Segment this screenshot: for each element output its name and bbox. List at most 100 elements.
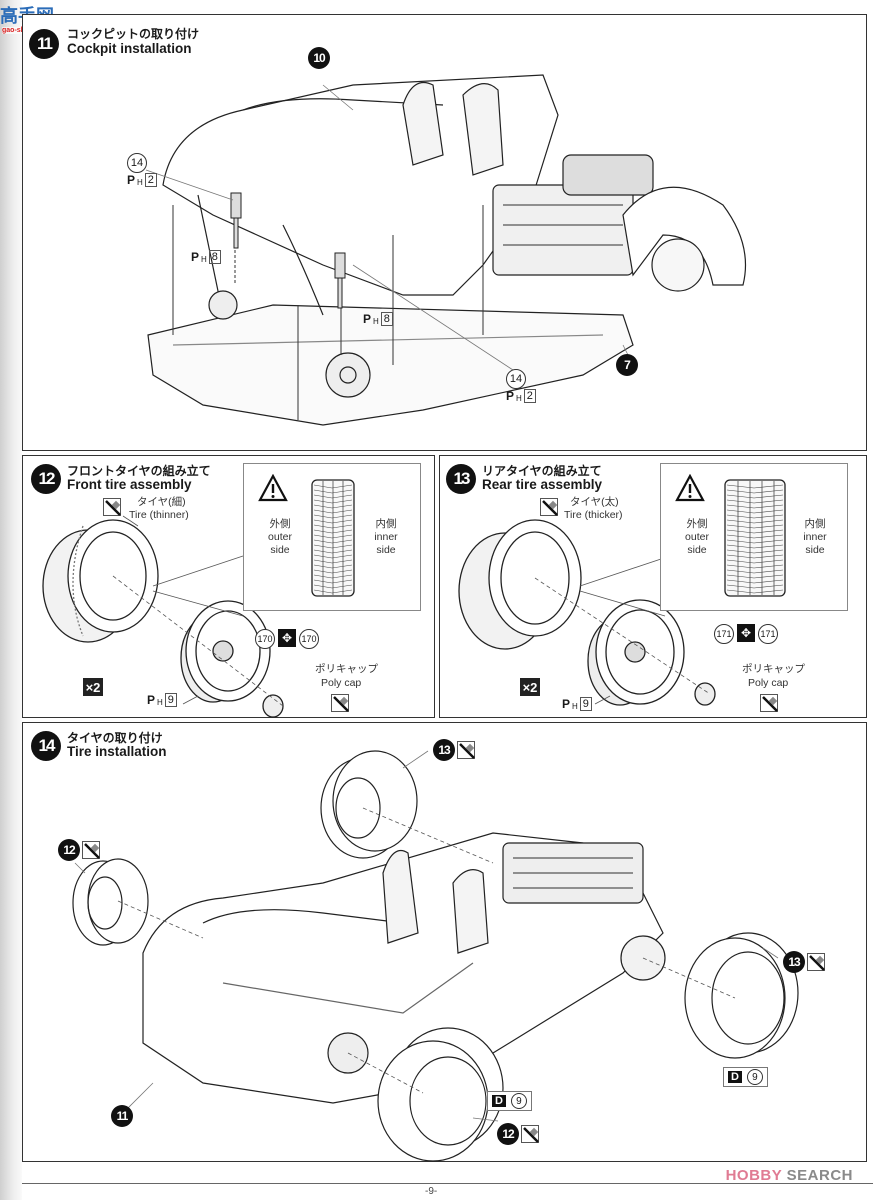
tread-groove bbox=[313, 574, 353, 579]
front-tire-drawing bbox=[42, 515, 284, 718]
step-12-panel: 12 フロントタイヤの組み立て Front tire assembly タイヤ(… bbox=[22, 455, 435, 718]
tread-groove bbox=[726, 564, 784, 569]
rear-tire-drawing bbox=[458, 519, 716, 706]
step-13-panel: 13 リアタイヤの組み立て Rear tire assembly タイヤ(太) … bbox=[439, 455, 867, 718]
tread-groove bbox=[313, 519, 353, 524]
tread-groove bbox=[313, 584, 353, 589]
tread-groove bbox=[726, 504, 784, 509]
tire-direction-warning: 外側 outer side 内側 inner side bbox=[243, 463, 421, 611]
no-cement-icon bbox=[331, 694, 349, 712]
tread-groove bbox=[726, 529, 784, 534]
tread-groove bbox=[313, 494, 353, 499]
step-13-title-jp: リアタイヤの組み立て bbox=[482, 464, 602, 478]
hobby-search-logo: HOBBY SEARCH bbox=[725, 1167, 853, 1184]
tire-tread-diagram bbox=[724, 479, 786, 597]
no-cement-icon bbox=[807, 953, 825, 971]
outer-side-label: 外側 outer side bbox=[268, 518, 292, 556]
page-number: -9- bbox=[425, 1186, 438, 1197]
decal-d9-front: D 9 bbox=[487, 1091, 532, 1111]
callout-part-11: 11 bbox=[111, 1105, 133, 1127]
tread-groove bbox=[313, 514, 353, 519]
cockpit-chassis-drawing bbox=[145, 74, 747, 426]
no-cement-icon bbox=[82, 841, 100, 859]
tread-groove bbox=[313, 484, 353, 489]
tread-groove bbox=[313, 529, 353, 534]
step-14-title-en: Tire installation bbox=[67, 744, 167, 759]
tread-groove bbox=[313, 539, 353, 544]
tread-groove bbox=[313, 499, 353, 504]
no-cement-icon bbox=[521, 1125, 539, 1143]
step-13-badge: 13 bbox=[446, 464, 476, 494]
no-cement-icon bbox=[540, 498, 558, 516]
tire-tread-diagram bbox=[311, 479, 355, 597]
tread-groove bbox=[313, 564, 353, 569]
tread-groove bbox=[726, 519, 784, 524]
tread-groove bbox=[313, 544, 353, 549]
tread-groove bbox=[726, 484, 784, 489]
tread-groove bbox=[726, 509, 784, 514]
tread-groove bbox=[313, 504, 353, 509]
callout-part-10: 10 bbox=[308, 47, 330, 69]
callout-front-tire-bottom: 12 bbox=[497, 1123, 519, 1145]
flip-mirror-icon: ✥ bbox=[278, 629, 296, 647]
tire-label-jp: タイヤ(太) bbox=[570, 496, 619, 508]
tread-groove bbox=[726, 574, 784, 579]
step-12-badge: 12 bbox=[31, 464, 61, 494]
polycap-label-jp: ポリキャップ bbox=[315, 663, 378, 675]
tread-groove bbox=[726, 514, 784, 519]
page-binding-edge bbox=[0, 0, 22, 1200]
step-13-title-en: Rear tire assembly bbox=[482, 477, 603, 492]
tread-groove bbox=[726, 534, 784, 539]
wheel-part-left: 171 bbox=[714, 624, 734, 644]
tread-groove bbox=[726, 499, 784, 504]
tread-groove bbox=[726, 549, 784, 554]
step-12-title-en: Front tire assembly bbox=[67, 477, 192, 492]
tire-label-en: Tire (thicker) bbox=[564, 509, 623, 521]
callout-rear-tire-right: 13 bbox=[783, 951, 805, 973]
step-14-badge: 14 bbox=[31, 731, 61, 761]
no-cement-icon bbox=[103, 498, 121, 516]
step-11-title-en: Cockpit installation bbox=[67, 41, 192, 56]
step-11-panel: 11 コックピットの取り付け Cockpit installation bbox=[22, 14, 867, 451]
callout-front-tire-left: 12 bbox=[58, 839, 80, 861]
tread-groove bbox=[726, 539, 784, 544]
tread-groove bbox=[726, 524, 784, 529]
tread-groove bbox=[726, 494, 784, 499]
step-14-title-jp: タイヤの取り付け bbox=[67, 731, 163, 745]
tread-groove bbox=[313, 549, 353, 554]
no-cement-icon bbox=[760, 694, 778, 712]
no-cement-icon bbox=[457, 741, 475, 759]
tread-groove bbox=[726, 489, 784, 494]
tread-groove bbox=[726, 579, 784, 584]
decal-d9-rear: D 9 bbox=[723, 1067, 768, 1087]
part-14-upper: 14 bbox=[127, 153, 147, 173]
outer-side-label: 外側 outer side bbox=[685, 518, 709, 556]
step-11-badge: 11 bbox=[29, 29, 59, 59]
part-14-lower: 14 bbox=[506, 369, 526, 389]
tread-groove bbox=[313, 554, 353, 559]
tread-groove bbox=[313, 509, 353, 514]
tread-groove bbox=[726, 569, 784, 574]
inner-side-label: 内側 inner side bbox=[803, 518, 827, 556]
flip-mirror-icon: ✥ bbox=[737, 624, 755, 642]
step-14-panel: 14 タイヤの取り付け Tire installation bbox=[22, 722, 867, 1162]
tire-label-en: Tire (thinner) bbox=[129, 509, 189, 521]
tread-groove bbox=[313, 569, 353, 574]
tread-groove bbox=[313, 524, 353, 529]
callout-part-7: 7 bbox=[616, 354, 638, 376]
step-12-title-jp: フロントタイヤの組み立て bbox=[67, 464, 211, 478]
polycap-label-jp: ポリキャップ bbox=[742, 663, 805, 675]
wheel-part-left: 170 bbox=[255, 629, 275, 649]
tire-direction-warning: 外側 outer side 内側 inner side bbox=[660, 463, 848, 611]
tread-groove bbox=[313, 589, 353, 594]
footer-divider bbox=[22, 1183, 873, 1184]
tread-groove bbox=[726, 554, 784, 559]
tread-groove bbox=[313, 559, 353, 564]
tread-groove bbox=[726, 559, 784, 564]
tread-groove bbox=[726, 589, 784, 594]
